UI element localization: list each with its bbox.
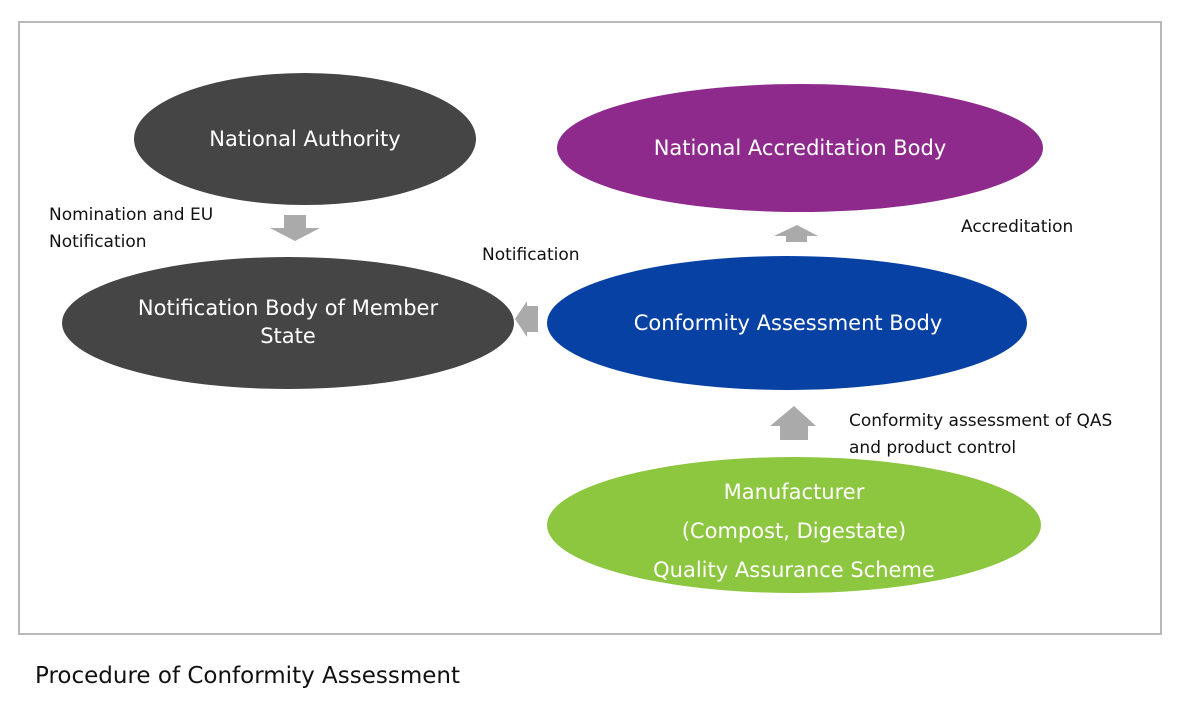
conformity-assessment-body-label: Conformity Assessment Body — [588, 309, 988, 337]
national-authority-label: National Authority — [150, 125, 460, 153]
notification-body-label: Notification Body of Member State — [98, 294, 478, 350]
accreditation-label: Accreditation — [961, 214, 1073, 241]
national-accreditation-body-label: National Accreditation Body — [585, 134, 1015, 162]
conformity-assessment-line-2: and product control — [849, 438, 1017, 458]
national-accreditation-body-node — [557, 84, 1043, 212]
figure-caption: Procedure of Conformity Assessment — [35, 660, 460, 692]
manufacturer-line-1: Manufacturer — [723, 480, 865, 504]
notification-label: Notification — [482, 242, 580, 269]
manufacturer-line-2: (Compost, Digestate) — [681, 519, 907, 543]
nomination-line-2: Notification — [49, 232, 147, 252]
conformity-assessment-line-1: Conformity assessment of QAS — [849, 411, 1113, 431]
notification-body-line-2: State — [260, 324, 316, 348]
notification-arrow — [515, 301, 538, 337]
notification-body-node — [62, 257, 514, 389]
conformity-assessment-arrow — [770, 406, 816, 440]
diagram-frame — [18, 21, 1162, 635]
manufacturer-line-3: Quality Assurance Scheme — [653, 558, 935, 582]
nomination-line-1: Nomination and EU — [49, 205, 214, 225]
notification-text: Notification — [482, 245, 580, 265]
national-authority-text: National Authority — [209, 127, 401, 151]
nomination-arrow — [270, 215, 320, 241]
accreditation-text: Accreditation — [961, 217, 1074, 237]
conformity-assessment-label: Conformity assessment of QAS and product… — [849, 408, 1112, 462]
figure-caption-text: Procedure of Conformity Assessment — [35, 663, 460, 689]
conformity-assessment-body-node — [547, 256, 1027, 390]
nomination-label: Nomination and EU Notification — [49, 202, 213, 256]
accreditation-arrow — [774, 225, 818, 242]
manufacturer-label: Manufacturer (Compost, Digestate) Qualit… — [604, 473, 984, 590]
conformity-assessment-body-text: Conformity Assessment Body — [633, 311, 943, 335]
manufacturer-node — [547, 457, 1041, 593]
notification-body-line-1: Notification Body of Member — [137, 296, 439, 320]
national-authority-node — [134, 73, 476, 205]
national-accreditation-body-text: National Accreditation Body — [653, 136, 947, 160]
